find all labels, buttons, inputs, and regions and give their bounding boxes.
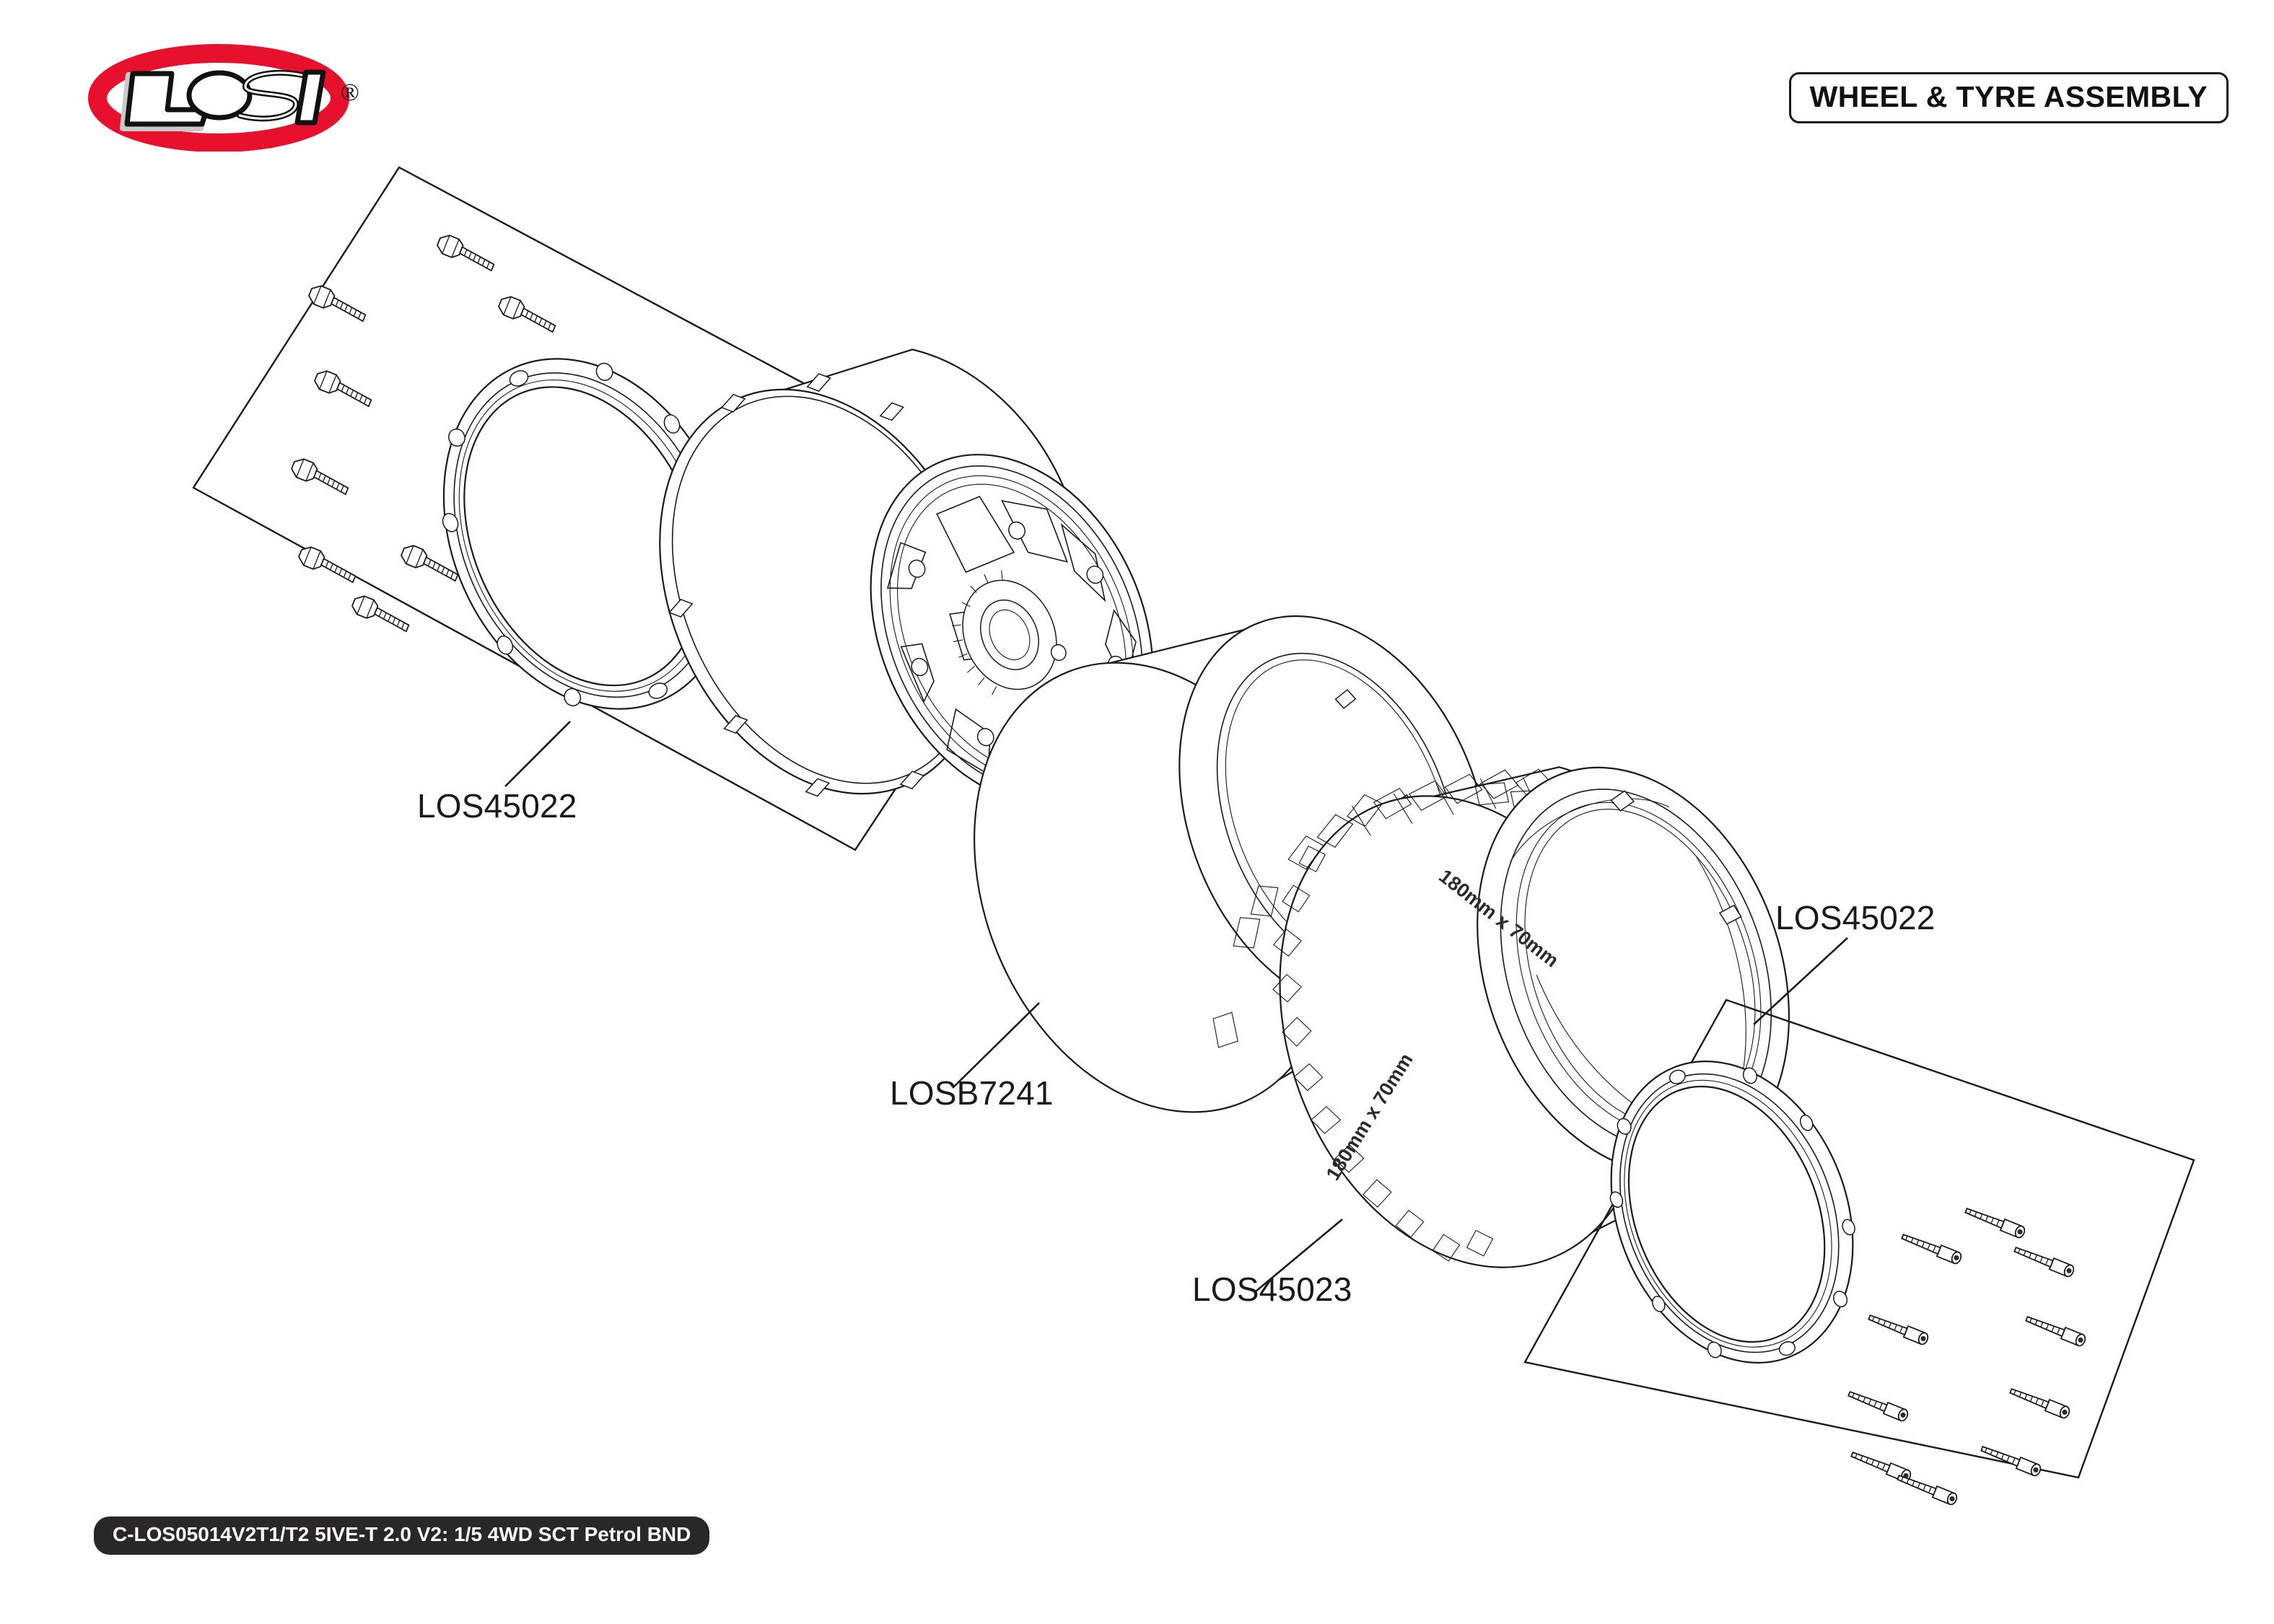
right-beadlock-ring	[1609, 1061, 1855, 1364]
leader-left-hardware	[504, 721, 571, 787]
callout-los45022-right: LOS45022	[1775, 899, 1936, 936]
callout-leader-lines	[504, 721, 1848, 1292]
model-code-badge: C-LOS05014V2T1/T2 5IVE-T 2.0 V2: 1/5 4WD…	[94, 1517, 710, 1555]
right-hardware-panel	[1523, 998, 2195, 1479]
callout-los45023: LOS45023	[1192, 1270, 1352, 1308]
page-title-plate: WHEEL & TYRE ASSEMBLY	[1788, 72, 2229, 124]
page-title: WHEEL & TYRE ASSEMBLY	[1809, 80, 2208, 113]
losi-logo	[85, 43, 352, 152]
callout-los45022-left: LOS45022	[417, 787, 577, 825]
model-code-text: C-LOS05014V2T1/T2 5IVE-T 2.0 V2: 1/5 4WD…	[113, 1523, 691, 1545]
registered-trademark-icon: ®	[341, 79, 359, 106]
leader-tyre	[1255, 1219, 1343, 1292]
leader-foam	[952, 1002, 1040, 1089]
callout-losb7241: LOSB7241	[890, 1074, 1054, 1112]
leader-right-hardware	[1753, 937, 1848, 1025]
left-beadlock-ring	[442, 358, 735, 710]
right-panel-screws	[1846, 1203, 2088, 1507]
